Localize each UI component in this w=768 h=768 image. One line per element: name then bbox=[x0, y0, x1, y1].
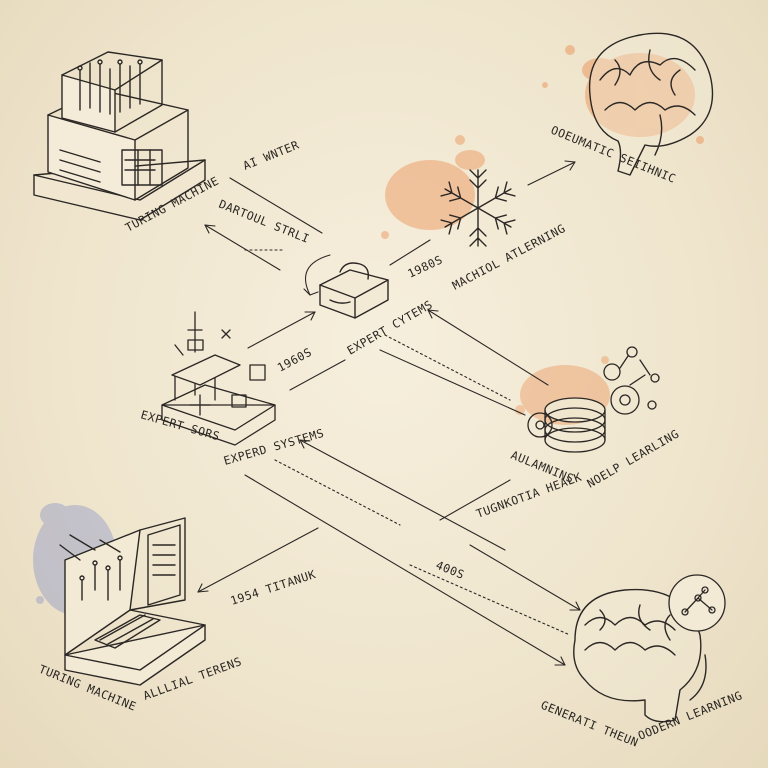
label-ai-winter: AI WNTER bbox=[241, 138, 301, 173]
circuit-board-icon bbox=[161, 311, 276, 446]
brain-icon bbox=[588, 32, 714, 176]
label-neural-network: TUGNKOTIA HEALK bbox=[474, 470, 583, 521]
connector-lines bbox=[197, 160, 581, 666]
label-1954: 1954 TITANUK bbox=[229, 567, 318, 608]
label-1980s: 1980S bbox=[405, 252, 445, 280]
label-generative: GENERATI THEUN bbox=[539, 698, 641, 750]
snowflake-icon bbox=[440, 169, 516, 247]
gears-icon bbox=[527, 346, 660, 453]
label-deep-learning: NOELP LEARLING bbox=[585, 427, 682, 491]
orange-splash-brain bbox=[542, 45, 704, 144]
label-2000s: 400S bbox=[434, 558, 467, 582]
brain-head-icon bbox=[573, 588, 707, 723]
laptop-icon bbox=[59, 517, 206, 686]
label-dartmouth: DARTOUL STRLI bbox=[217, 197, 312, 246]
orange-splash-snowflake bbox=[381, 135, 485, 239]
label-1960s: 1960S bbox=[275, 345, 314, 375]
computer-cabinet-icon bbox=[33, 51, 206, 221]
label-machine-learning: MACHIOL ATLERNING bbox=[450, 221, 568, 293]
network-thought-icon bbox=[668, 574, 726, 632]
vr-headset-icon bbox=[319, 262, 389, 319]
